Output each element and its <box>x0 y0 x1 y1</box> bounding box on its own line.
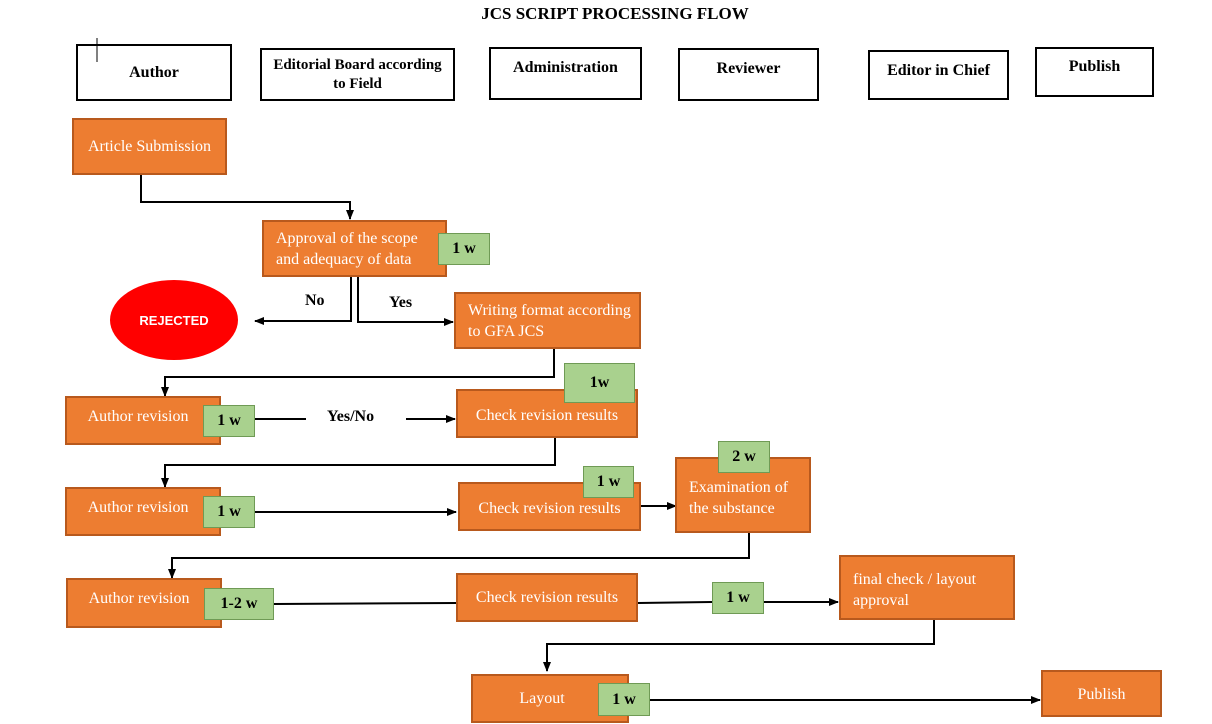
duration-tag-check-3: 1 w <box>712 582 764 614</box>
step-check-revision-3: Check revision results <box>456 573 638 622</box>
step-approval-scope: Approval of the scope and adequacy of da… <box>262 220 447 277</box>
column-header-publish: Publish <box>1035 47 1154 97</box>
duration-tag-approval: 1 w <box>438 233 490 265</box>
duration-tag-check-1: 1w <box>564 363 635 403</box>
step-article-submission: Article Submission <box>72 118 227 175</box>
duration-tag-layout: 1 w <box>598 683 650 716</box>
step-author-revision-3: Author revision <box>66 578 222 628</box>
step-publish: Publish <box>1041 670 1162 717</box>
label-no: No <box>305 292 325 309</box>
duration-tag-author-revision-1: 1 w <box>203 405 255 437</box>
step-final-check: final check / layout approval <box>839 555 1015 620</box>
arrow-format-to-revision-1 <box>161 348 555 397</box>
step-writing-format: Writing format according to GFA JCS <box>454 292 641 349</box>
column-header-author: Author <box>76 44 232 101</box>
arrow-yes-to-writing-format <box>357 277 454 326</box>
line-revision-3-to-check-3 <box>273 602 458 605</box>
label-yes-no: Yes/No <box>327 408 375 425</box>
diagram-title: JCS SCRIPT PROCESSING FLOW <box>481 4 749 23</box>
arrow-final-check-to-layout <box>543 620 935 672</box>
arrow-examination-to-revision-3 <box>168 532 750 579</box>
duration-tag-examination: 2 w <box>718 441 770 473</box>
step-author-revision-1: Author revision <box>65 396 221 445</box>
label-yes: Yes <box>389 294 413 311</box>
arrow-no-to-rejected <box>254 277 352 325</box>
duration-tag-author-revision-3: 1-2 w <box>204 588 274 620</box>
step-rejected: REJECTED <box>110 280 238 360</box>
column-header-editorial-board: Editorial Board according to Field <box>260 48 455 101</box>
column-header-editor-in-chief: Editor in Chief <box>868 50 1009 100</box>
column-header-administration: Administration <box>489 47 642 100</box>
arrow-check-1-to-revision-2 <box>161 437 556 488</box>
duration-tag-check-2: 1 w <box>583 466 634 498</box>
step-author-revision-2: Author revision <box>65 487 221 536</box>
arrow-submission-to-approval <box>140 174 354 220</box>
column-header-reviewer: Reviewer <box>678 48 819 101</box>
duration-tag-author-revision-2: 1 w <box>203 496 255 528</box>
